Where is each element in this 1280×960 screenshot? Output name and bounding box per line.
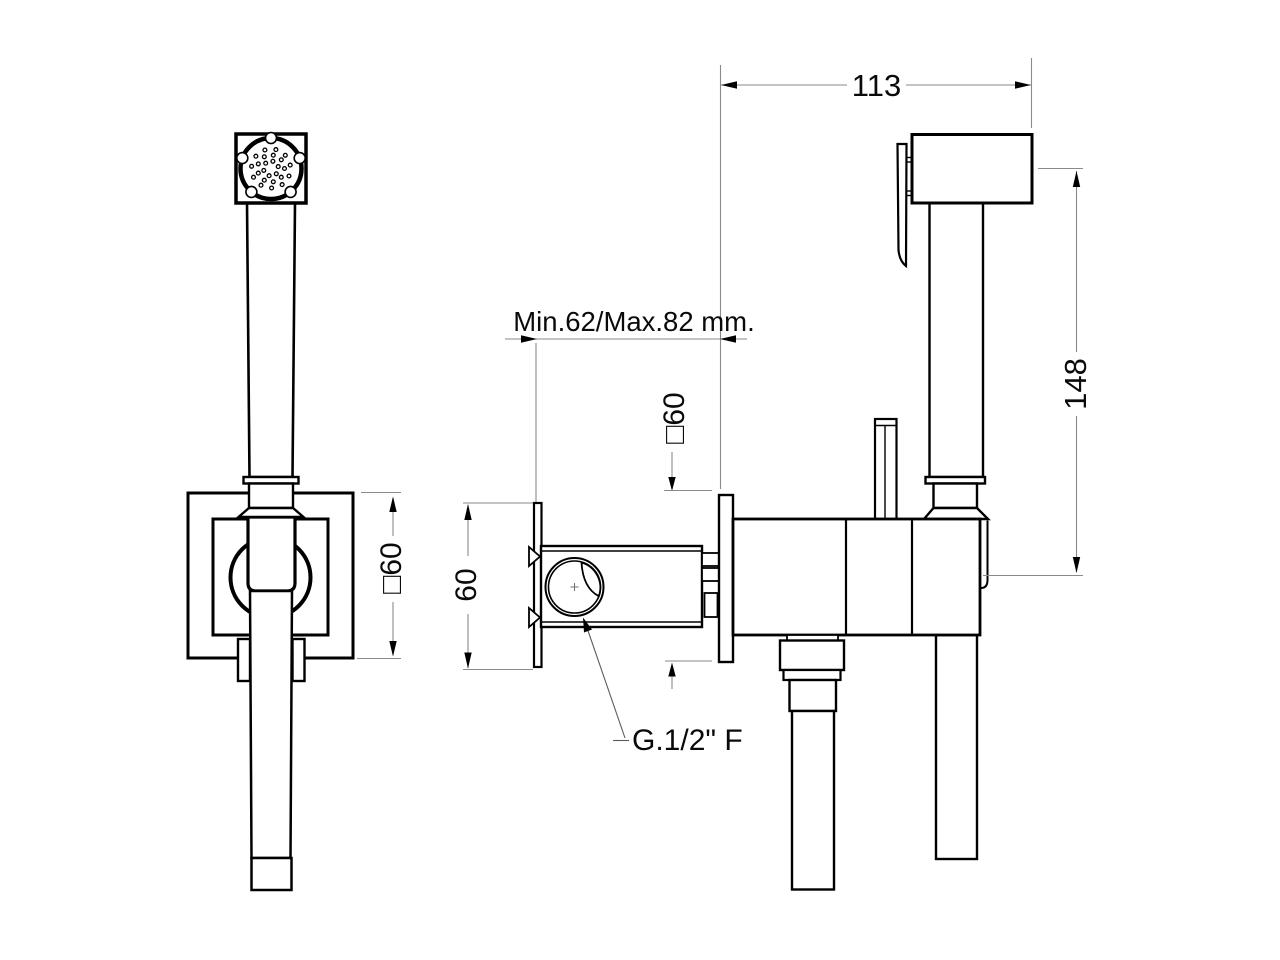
thread-callout: G.1/2" F: [583, 617, 743, 757]
dim-square-section: □60: [658, 392, 712, 689]
spray-face-notches: [236, 131, 307, 199]
connector-step-2: [701, 567, 720, 582]
nozzle-dot: [286, 173, 292, 179]
connector-step-1: [701, 552, 720, 567]
notch-icon: [245, 185, 258, 199]
connector-step-3: [703, 592, 719, 618]
nozzle-dot: [278, 174, 284, 180]
nozzle-dot: [262, 147, 268, 153]
dim-depth-range: Min.62/Max.82 mm.: [505, 306, 755, 502]
front-view: [186, 131, 355, 892]
dim-depth-range-label: Min.62/Max.82 mm.: [513, 306, 754, 337]
hose-end-cap-front: [250, 856, 293, 892]
dim-width-113: 113: [719, 58, 1033, 489]
dim-section-60: 60: [450, 502, 533, 671]
dim-section-60-label: 60: [450, 568, 483, 601]
clamp-left: [236, 637, 252, 683]
dim-width-113-label: 113: [852, 68, 901, 103]
spring-clip-top: [528, 545, 542, 568]
clip-pins: [906, 156, 912, 197]
nozzle-dot: [287, 162, 293, 168]
spray-nozzle-dots: [249, 147, 293, 191]
thread-callout-label: G.1/2" F: [632, 724, 743, 757]
notch-icon: [264, 131, 278, 145]
wand-collar-front: [247, 482, 295, 510]
nozzle-dot: [279, 182, 285, 188]
nozzle-dot: [269, 185, 275, 191]
wall-mounting-plate: [717, 493, 735, 664]
wand-collar-side: [932, 482, 979, 510]
nozzle-dot: [281, 165, 288, 172]
nozzle-dot: [275, 164, 281, 170]
nozzle-dot: [282, 152, 288, 158]
wand-edge-behind-body: [980, 520, 989, 589]
nozzle-dot: [255, 161, 261, 167]
nozzle-dot: [263, 160, 269, 166]
wand-body-side: [928, 201, 985, 479]
notch-icon: [236, 151, 249, 165]
nozzle-dot: [273, 171, 279, 177]
nozzle-dot: [266, 173, 272, 179]
handle-lower-front: [248, 589, 294, 860]
side-view: [731, 133, 1034, 891]
spring-clip-bottom: [528, 606, 542, 629]
notch-icon: [284, 185, 297, 199]
nozzle-dot: [261, 154, 267, 160]
wand-cone-front: [235, 506, 307, 519]
dim-height-148-label: 148: [1058, 358, 1093, 410]
hose-ferrule: [788, 678, 838, 713]
head-clip-side: [896, 142, 908, 269]
nozzle-dot: [255, 170, 261, 176]
wand-body-front: [245, 201, 297, 479]
clamp-right: [291, 637, 306, 683]
nozzle-dot: [261, 167, 267, 173]
dim-square-front: □60: [357, 491, 408, 660]
holder-cup: [246, 515, 297, 593]
wand-cone-side: [921, 506, 991, 521]
nozzle-dot: [250, 174, 257, 180]
nozzle-dot: [273, 147, 279, 153]
spray-head-side: [910, 133, 1034, 205]
center-mark-icon: [570, 583, 579, 591]
nozzle-dot: [278, 157, 284, 163]
inlet-port-wedge: [580, 561, 602, 598]
nozzle-dot: [253, 153, 259, 159]
dimensions: 113 148 Min.62/Max.82 mm.: [357, 58, 1093, 757]
control-lever: [873, 417, 898, 521]
valve-body-side: [731, 517, 982, 637]
hose-nut-step: [782, 668, 842, 682]
dim-height-148: 148: [983, 167, 1093, 577]
hose-tube: [790, 709, 836, 891]
nozzle-dot: [270, 158, 276, 164]
notch-icon: [293, 151, 307, 165]
in-wall-section-view: [528, 493, 735, 669]
wand-handle-lower-side: [934, 633, 979, 861]
hose-nut: [778, 639, 846, 672]
nozzle-dot: [258, 182, 264, 188]
dim-square-front-label: □60: [375, 542, 408, 594]
nozzle-dot: [261, 177, 267, 183]
nozzle-dot: [249, 163, 255, 169]
nozzle-dot: [270, 179, 276, 185]
dim-square-section-label: □60: [658, 392, 691, 444]
nozzle-dot: [270, 152, 276, 158]
